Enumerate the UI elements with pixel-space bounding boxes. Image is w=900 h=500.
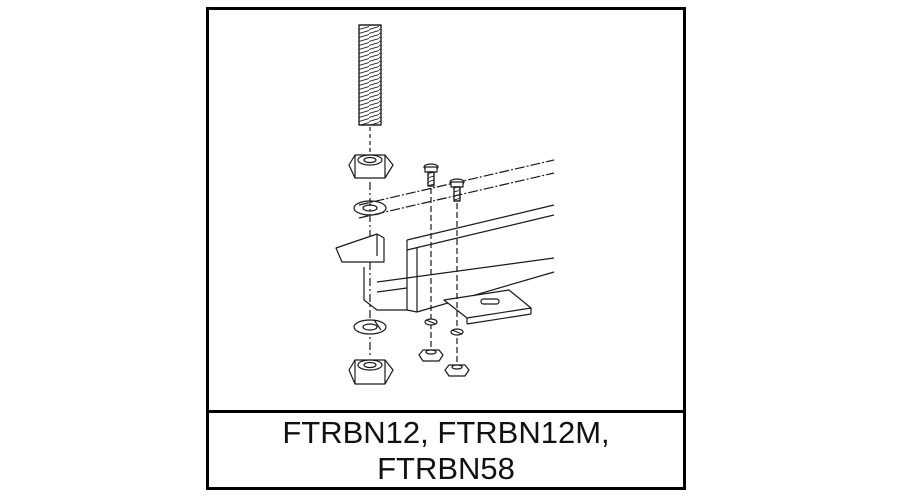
screw-right bbox=[449, 178, 465, 365]
small-hex-nut-left bbox=[418, 349, 444, 362]
threaded-rod bbox=[358, 24, 382, 152]
caption-divider bbox=[209, 410, 683, 413]
part-number-caption: FTRBN12, FTRBN12M, FTRBN58 bbox=[209, 414, 683, 487]
exploded-assembly-drawing bbox=[335, 24, 555, 385]
hex-nut-lower bbox=[348, 359, 394, 385]
small-lock-washer-left bbox=[424, 318, 438, 326]
bracket-right bbox=[443, 289, 532, 325]
hex-nut-upper bbox=[348, 154, 394, 179]
diagram-frame: FTRBN12, FTRBN12M, FTRBN58 bbox=[206, 7, 686, 490]
bracket-left bbox=[335, 233, 407, 311]
small-hex-nut-right bbox=[444, 364, 470, 377]
caption-line-1: FTRBN12, FTRBN12M, bbox=[282, 414, 610, 450]
small-lock-washer-right bbox=[450, 328, 464, 336]
caption-line-2: FTRBN58 bbox=[377, 450, 515, 486]
lock-washer-lower bbox=[353, 319, 387, 335]
